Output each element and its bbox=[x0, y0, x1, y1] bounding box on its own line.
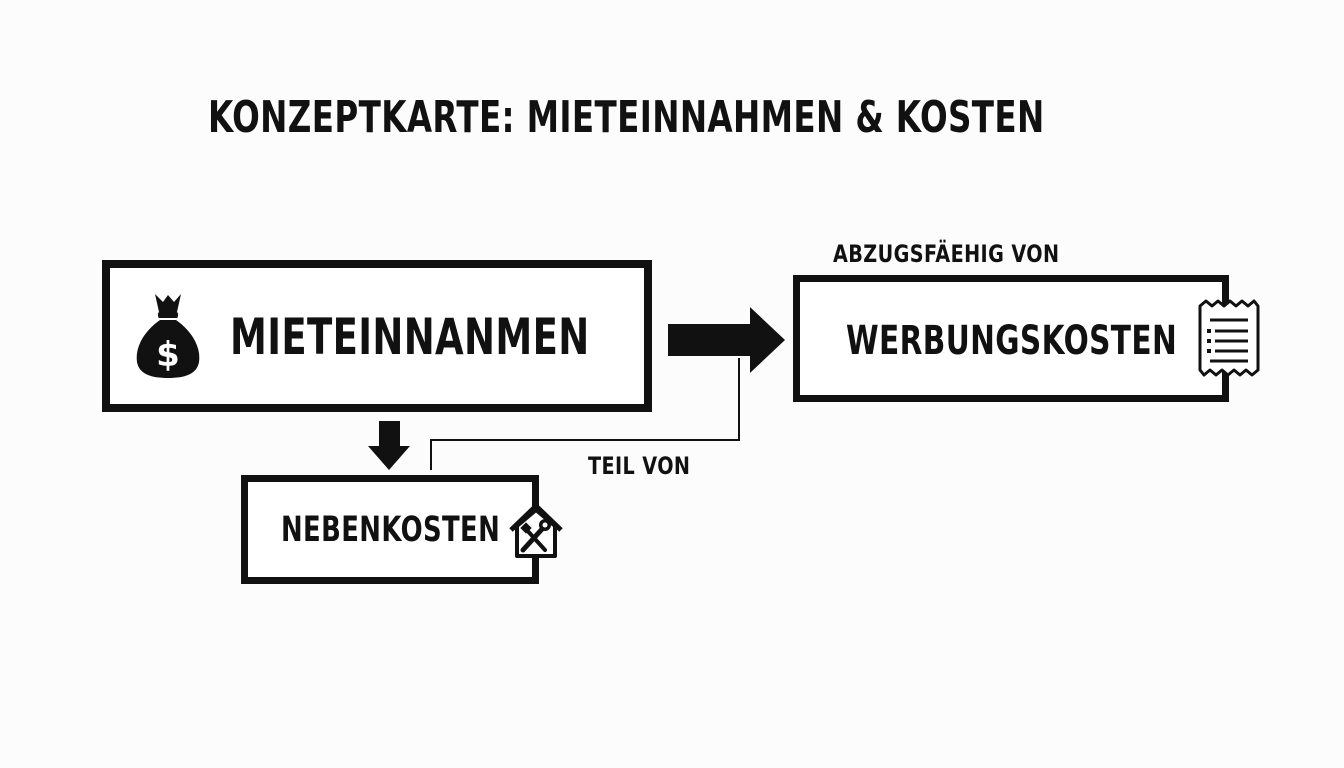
money-bag-icon: $ bbox=[133, 290, 203, 380]
arrow-to-nebenkosten bbox=[368, 421, 410, 470]
node-mieteinnahmen-label: MIETEINNANMEN bbox=[230, 308, 590, 366]
edge-label-abzugsfaehig: ABZUGSFÄEHIG VON bbox=[833, 240, 1060, 268]
node-werbungskosten bbox=[793, 275, 1229, 402]
receipt-icon bbox=[1192, 298, 1264, 378]
edge-label-teil-von: TEIL VON bbox=[588, 452, 691, 480]
house-tools-icon bbox=[505, 500, 567, 560]
node-nebenkosten-label: NEBENKOSTEN bbox=[281, 510, 501, 550]
node-werbungskosten-label: WERBUNGSKOSTEN bbox=[846, 318, 1178, 364]
teil-von-line bbox=[430, 358, 740, 470]
node-mieteinnahmen bbox=[102, 260, 652, 412]
svg-text:$: $ bbox=[156, 335, 180, 375]
node-nebenkosten bbox=[241, 475, 539, 584]
diagram-title: KONZEPTKARTE: MIETEINNAHMEN & KOSTEN bbox=[208, 92, 1045, 143]
arrow-to-werbungskosten bbox=[668, 307, 785, 373]
